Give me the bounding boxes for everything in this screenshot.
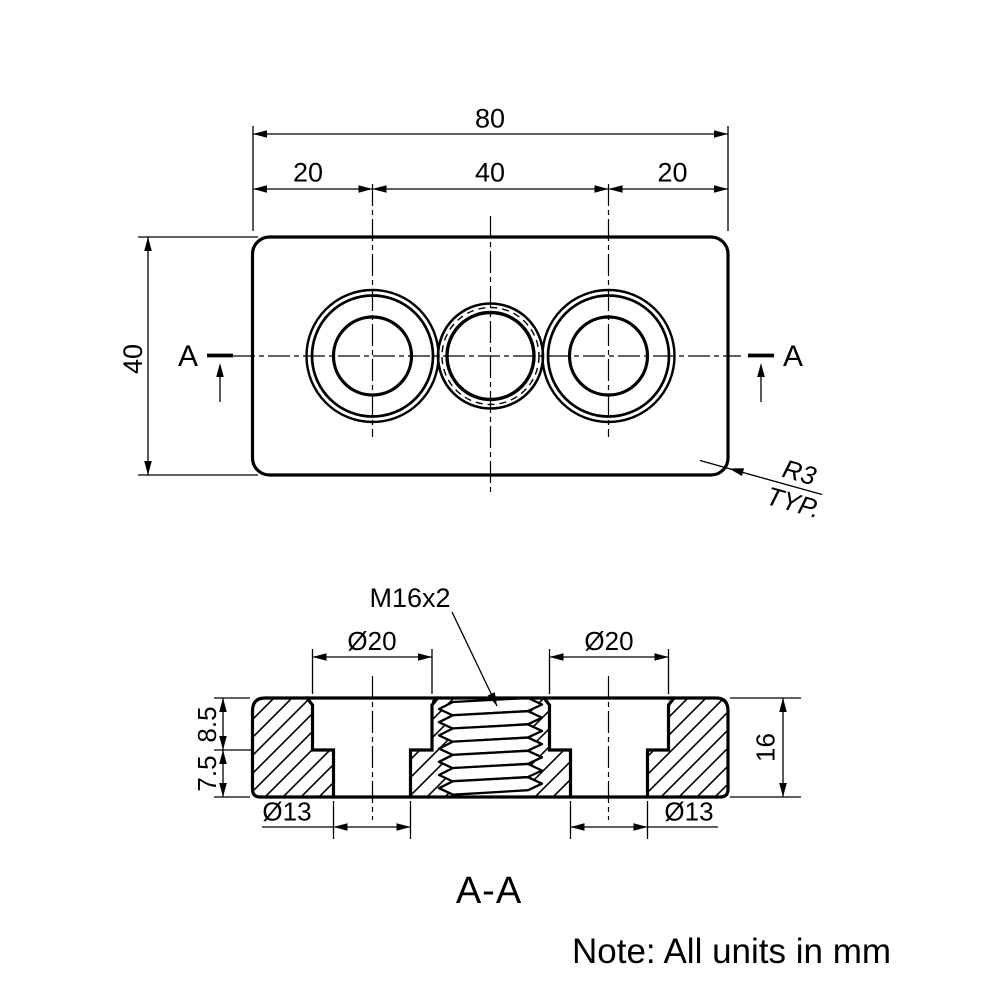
left-hole-bore-circle [331,315,414,397]
extension-lines [214,697,253,798]
section-view: M16x2 Ø20 Ø20 8.5 7.5 [192,583,801,912]
dim-counterbore-left: Ø20 [311,626,433,694]
thread-minor-circle [445,310,536,402]
arrowhead [549,653,564,661]
dim-hole-left: Ø13 [262,797,412,839]
arrowhead [253,185,267,193]
dim-counterbore-right: Ø20 [548,626,670,694]
right-counterbore-edges [542,696,676,799]
section-cut-markers: A A [178,340,803,402]
center-threaded-hole [436,302,545,410]
dim-cbore-right-text: Ø20 [584,626,633,656]
dim-40-height-text: 40 [118,344,148,374]
arrowhead [144,461,152,475]
arrowhead [219,750,227,764]
section-letter-right: A [783,340,803,373]
dim-80-text: 80 [475,104,505,134]
arrowhead [372,185,387,193]
dim-thickness-text: 16 [751,733,781,762]
arrowhead [654,653,669,661]
dim-hole-right: Ø13 [569,797,718,839]
dim-depth-bottom-text: 7.5 [192,755,222,791]
arrowhead [714,130,728,138]
leader-line [699,459,823,496]
arrowhead [418,653,432,661]
thread-chamfer-circle [436,302,545,410]
dim-hole-right-text: Ø13 [664,797,713,827]
leader-line [451,611,498,707]
dim-hole-positions: 20 40 20 [253,158,728,193]
dim-height-40: 40 [118,236,258,476]
arrowhead [779,698,787,712]
arrowhead [219,783,227,797]
arrowhead [358,185,373,193]
thread-callout-text: M16x2 [369,583,450,613]
extension-lines [569,801,649,839]
right-hole-counterbore-circle [546,294,671,418]
arrowhead [253,130,267,138]
thread-callout: M16x2 [369,583,498,707]
dim-20-left-text: 20 [293,158,323,188]
hatch-left-block [252,698,334,797]
thread-coils [437,696,544,796]
dim-cbore-left-text: Ø20 [347,626,396,656]
arrowhead [312,653,327,661]
arrowhead [714,185,728,193]
arrowhead [608,185,623,193]
dim-20-right-text: 20 [657,158,687,188]
leader-arrowhead [487,692,497,706]
dim-depth-top-text: 8.5 [192,706,222,742]
hatch-right-block [647,698,728,797]
view-direction-arrow-right [757,363,765,377]
section-letter-left: A [178,340,198,373]
dim-depths-left: 8.5 7.5 [192,697,253,798]
dim-hole-left-text: Ø13 [262,797,311,827]
right-hole-bore-circle [567,315,650,397]
extension-lines [332,801,412,839]
dim-thickness: 16 [730,697,801,798]
arrowhead [144,237,152,251]
extension-lines [252,126,729,231]
dim-40-text: 40 [475,158,505,188]
arrowhead [570,823,585,831]
left-hole-counterbore-circle [310,294,435,418]
radius-typ-label: TYP. [763,481,823,524]
extension-lines [138,236,258,476]
section-outline [250,696,730,799]
dim-width-80: 80 [252,104,729,231]
arrowhead [219,698,227,712]
arrowhead [333,823,348,831]
extension-lines [730,697,801,798]
thread-major-circle [441,306,540,406]
arrowhead [219,736,227,750]
top-view: 80 20 40 20 40 [118,104,824,525]
arrowhead [633,823,648,831]
arrowhead [594,185,609,193]
arrowhead [779,783,787,797]
arrowhead [396,823,411,831]
left-counterbore-edges [305,696,440,799]
view-direction-arrow-left [216,363,224,377]
section-title: A-A [456,870,522,912]
units-note: Note: All units in mm [572,932,891,971]
corner-radius-callout: R3 TYP. [699,453,824,524]
leader-arrowhead [729,468,745,476]
